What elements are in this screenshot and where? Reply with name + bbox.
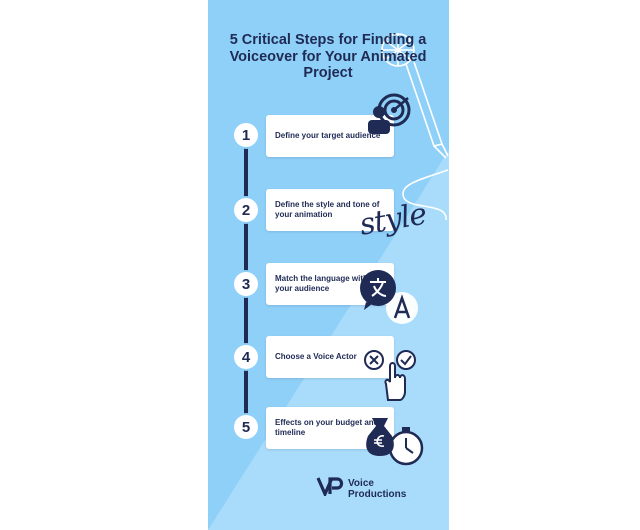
page-title: 5 Critical Steps for Finding a Voiceover… [229,32,427,81]
step-label-3: Match the language with your audience [275,274,368,293]
step-number-1: 1 [234,123,258,147]
vp-logo-icon [316,477,344,496]
step-number-2: 2 [234,198,258,222]
microphone-icon [381,33,449,221]
step-card-1: Define your target audience [266,115,394,157]
step-card-2: Define the style and tone of your animat… [266,189,394,231]
money-stopwatch-icon [366,418,424,466]
step-label-4: Choose a Voice Actor [275,352,357,361]
step-card-3: Match the language with your audience [266,263,394,305]
step-number-5: 5 [234,415,258,439]
step-label-1: Define your target audience [275,131,381,140]
step-number-3: 3 [234,272,258,296]
step-label-2: Define the style and tone of your animat… [275,200,380,219]
step-card-5: Effects on your budget and timeline [266,407,394,449]
brand-name-line2: Productions [348,489,407,500]
step-label-5: Effects on your budget and timeline [275,418,379,437]
infographic-panel: 5 Critical Steps for Finding a Voiceover… [208,0,449,530]
choose-pointer-icon [364,350,416,401]
brand-name: Voice Productions [348,478,406,500]
brand-name-line1: Voice [348,478,374,489]
step-number-4: 4 [234,345,258,369]
target-audience-icon [368,93,411,134]
translate-icon [360,270,418,324]
